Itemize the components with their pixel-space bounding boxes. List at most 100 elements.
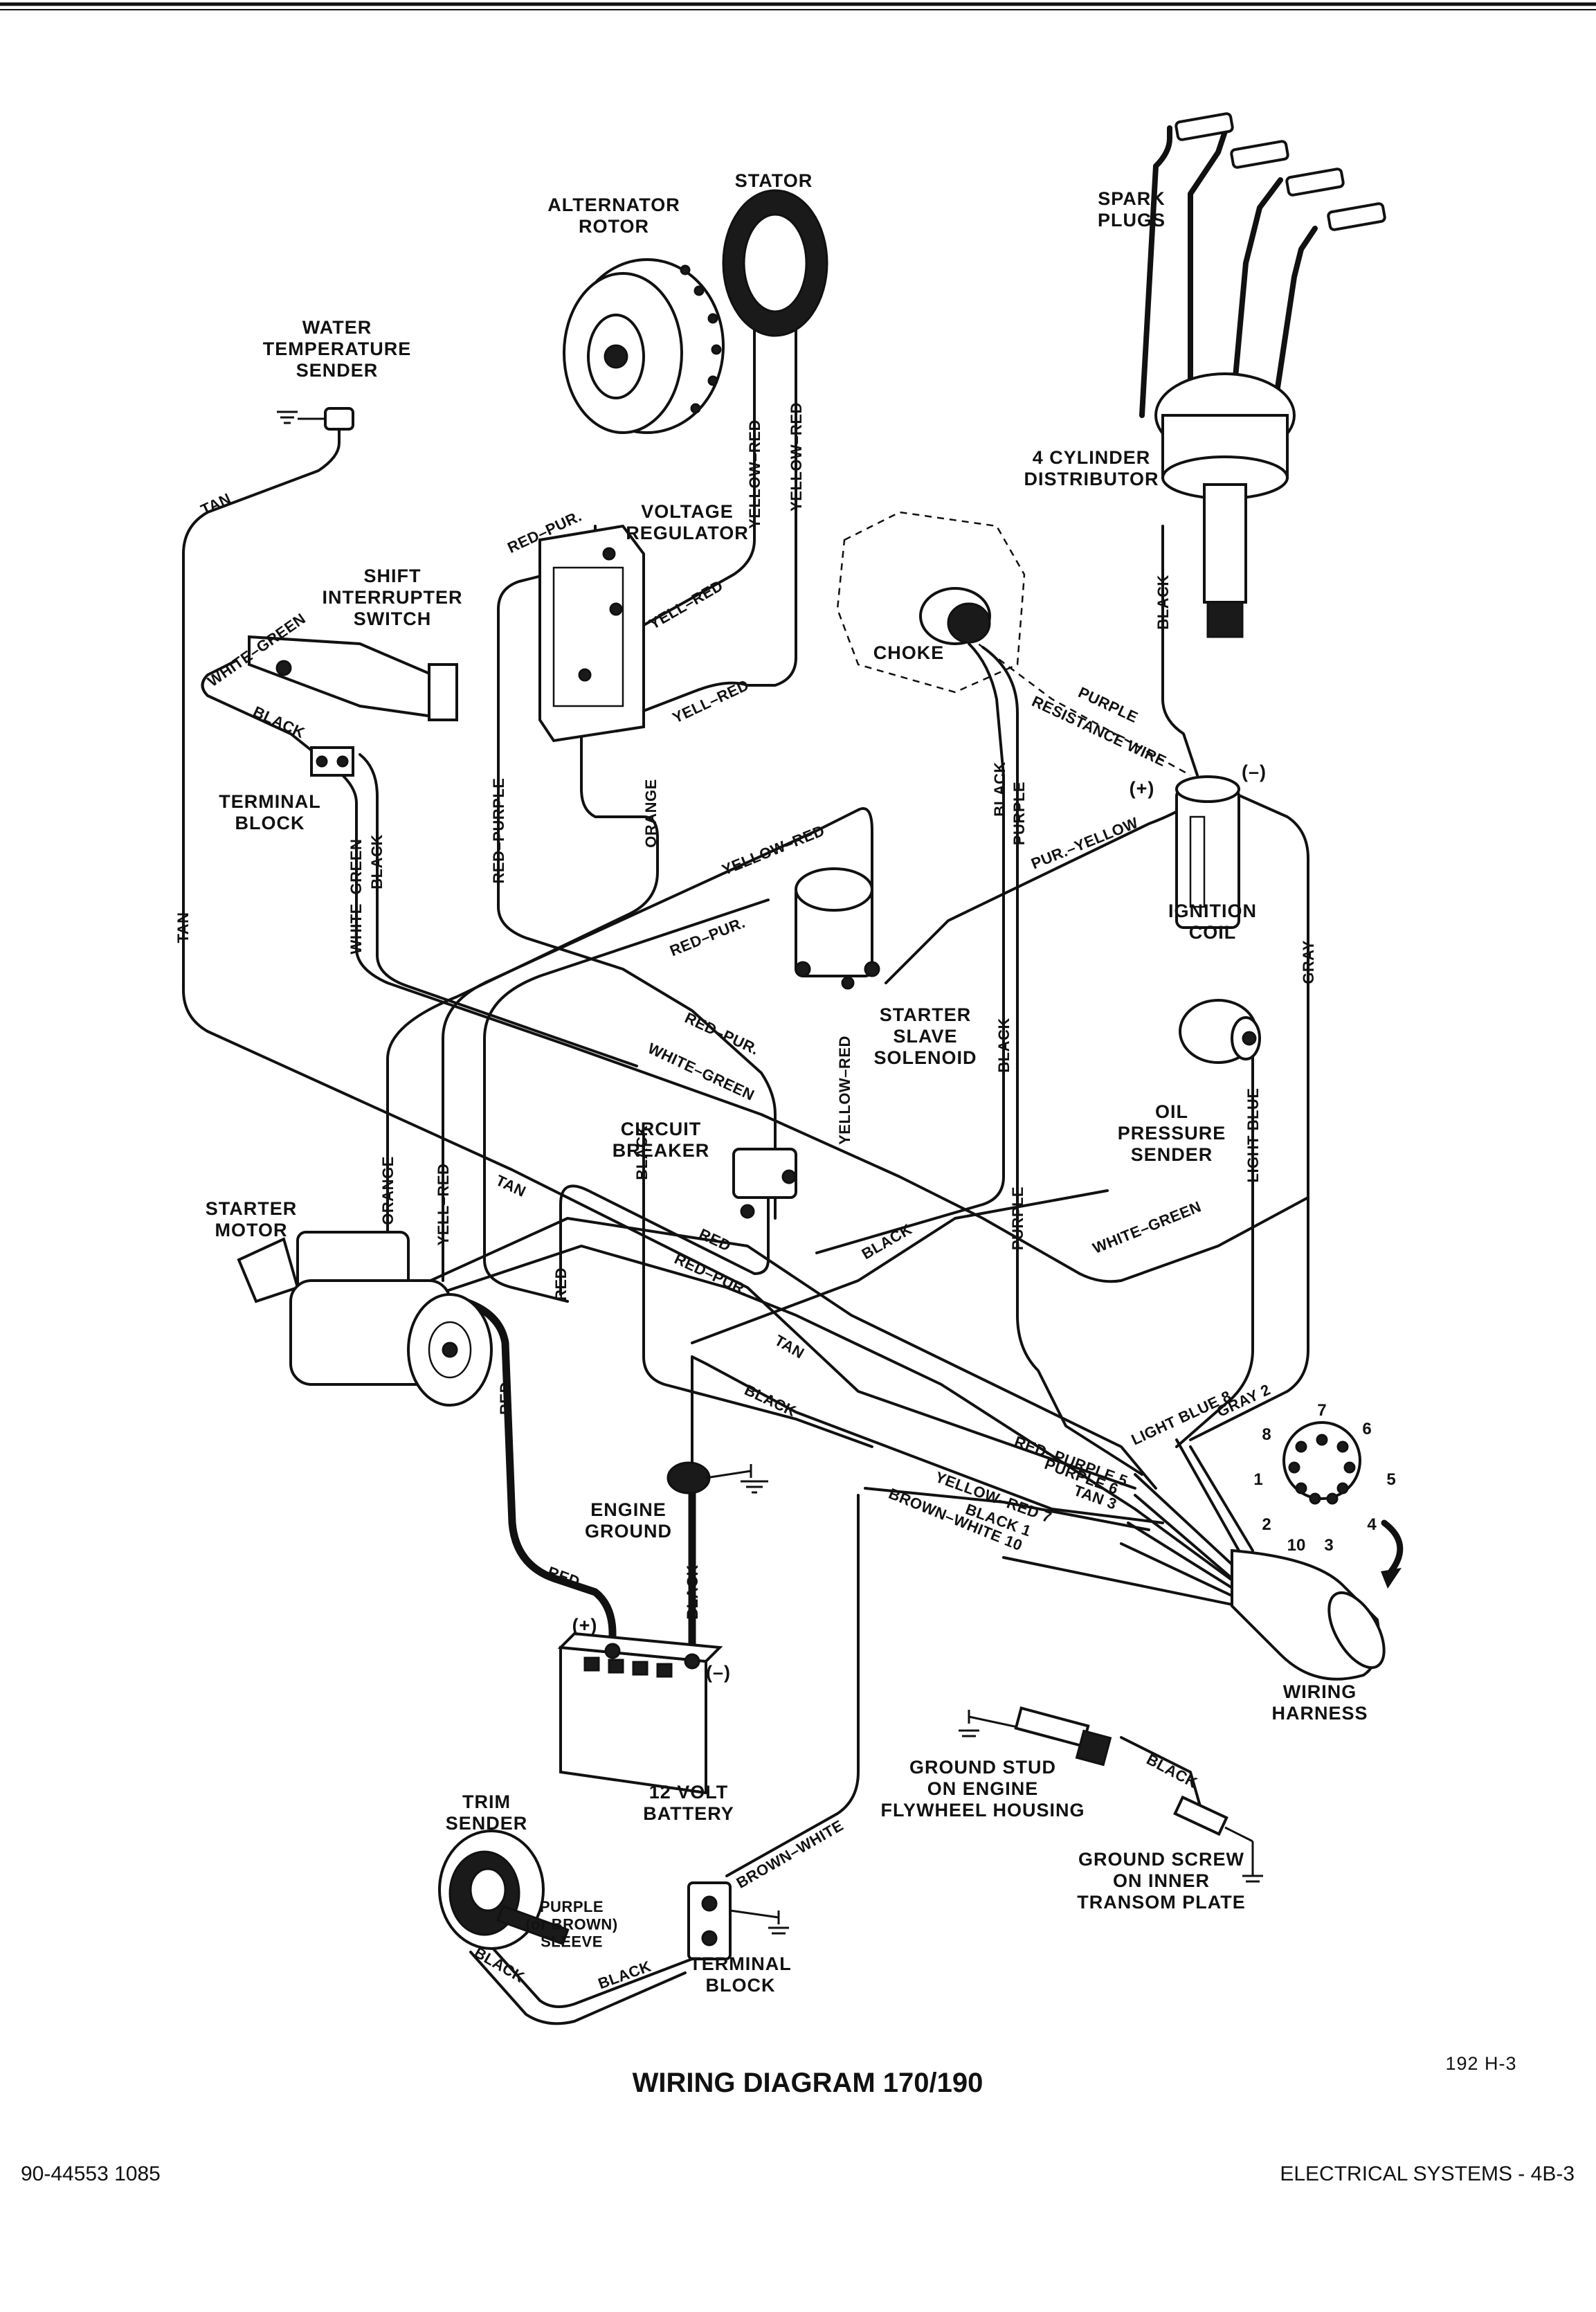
harness-pin: 5 [1386,1470,1395,1489]
wire-label: BLACK [995,1018,1013,1073]
wire-label: RED [545,1563,583,1591]
wire-label: BLACK [1144,1751,1201,1791]
wire-label: BLACK [251,703,308,741]
terminal-block-top [310,746,354,777]
oil-pressure-sender [1179,999,1261,1064]
ground-screw [1173,1795,1263,1883]
wire-label: BLACK [1154,575,1172,630]
wire-label: GRAY [1300,940,1317,984]
wire-label: YELL–RED [435,1164,452,1246]
harness-pins: 7 8 6 1 5 2 4 10 3 [1253,1401,1395,1555]
wire-label: PUR.–YELLOW [1028,814,1141,873]
wire-label: BLACK [684,1564,701,1620]
battery-cables [425,1290,696,1659]
wire-label: PURPLE [1009,1186,1026,1250]
trim-sender [438,1830,570,1950]
wire-label: RED [497,1382,514,1415]
label-battery-plus: (+) [572,1615,598,1636]
label-coil-minus: (–) [1242,761,1267,782]
section-footer: ELECTRICAL SYSTEMS - 4B-3 [1280,2162,1575,2185]
wire-label: BROWN–WHITE [734,1816,846,1892]
figure-code: 192 H-3 [1445,2053,1516,2074]
label-sleeve: PURPLE(or BROWN)SLEEVE [525,1898,617,1951]
ignition-coil [1175,775,1240,929]
wire-label: LIGHT BLUE 8 [1129,1387,1234,1449]
wire-label: WHITE–GREEN [1090,1198,1204,1257]
engine-ground [666,1461,768,1494]
label-choke: CHOKE [873,642,945,663]
wire-label: TAN [772,1331,808,1362]
wire-label: TAN [198,489,233,518]
wire-label: BLACK [859,1220,915,1263]
starter-slave-solenoid [795,867,880,990]
stator [722,189,828,337]
distributor [1154,372,1296,638]
harness-pin: 7 [1317,1401,1326,1420]
wire-label: RED [552,1267,570,1301]
shift-interrupter-switch [248,635,458,722]
wire-label: RED [696,1225,734,1255]
wire-label: ORANGE [379,1156,397,1225]
wire-label: BLACK [368,834,386,889]
wire-label: YELLOW–RED [746,419,763,529]
circuit-breaker [732,1148,797,1219]
wire-label: RED–PURPLE [490,778,507,884]
wire-label: ORANGE [642,779,660,848]
terminal-block-bottom [687,1881,789,1960]
label-coil-plus: (+) [1130,778,1155,799]
harness-pin: 6 [1362,1420,1371,1438]
wiring-harness [1231,1421,1404,1681]
label-battery-minus: (–) [706,1662,731,1683]
doc-number: 90-44553 1085 [21,2162,161,2185]
diagram-title: WIRING DIAGRAM 170/190 [633,2068,983,2098]
wire-label: TAN [174,912,192,943]
harness-pin: 10 [1287,1536,1306,1555]
harness-pin: 1 [1253,1470,1262,1489]
wire-label: BLACK [742,1381,799,1420]
wire-label: PURPLE [1010,782,1028,845]
wire-label: YELLOW–RED [788,402,805,512]
battery [557,1632,723,1795]
label-stator: STATOR [735,170,813,191]
wire-label: WHITE–GREEN [347,839,365,955]
harness-pin: 4 [1367,1515,1377,1534]
alternator-rotor [563,258,725,434]
wire-label: YELL–RED [670,676,752,727]
wire-label: RED–PUR. [682,1009,762,1058]
top-border [0,2,1596,10]
wire-label: YELLOW–RED [719,822,827,878]
choke [836,511,1026,694]
harness-pin: 3 [1324,1536,1333,1555]
starter-motor [237,1231,493,1407]
water-temp-sender [277,407,354,431]
spark-plugs [1139,112,1386,418]
wire-label: BLACK [991,761,1008,817]
wire-label: BLACK [471,1944,527,1986]
harness-pin: 2 [1262,1515,1271,1534]
wire-label: BLACK [596,1958,653,1993]
wire-label: YELLOW–RED [836,1036,853,1145]
harness-pin: 8 [1262,1425,1271,1444]
ground-stud [959,1706,1112,1767]
wire-label: LIGHT BLUE [1244,1088,1262,1183]
